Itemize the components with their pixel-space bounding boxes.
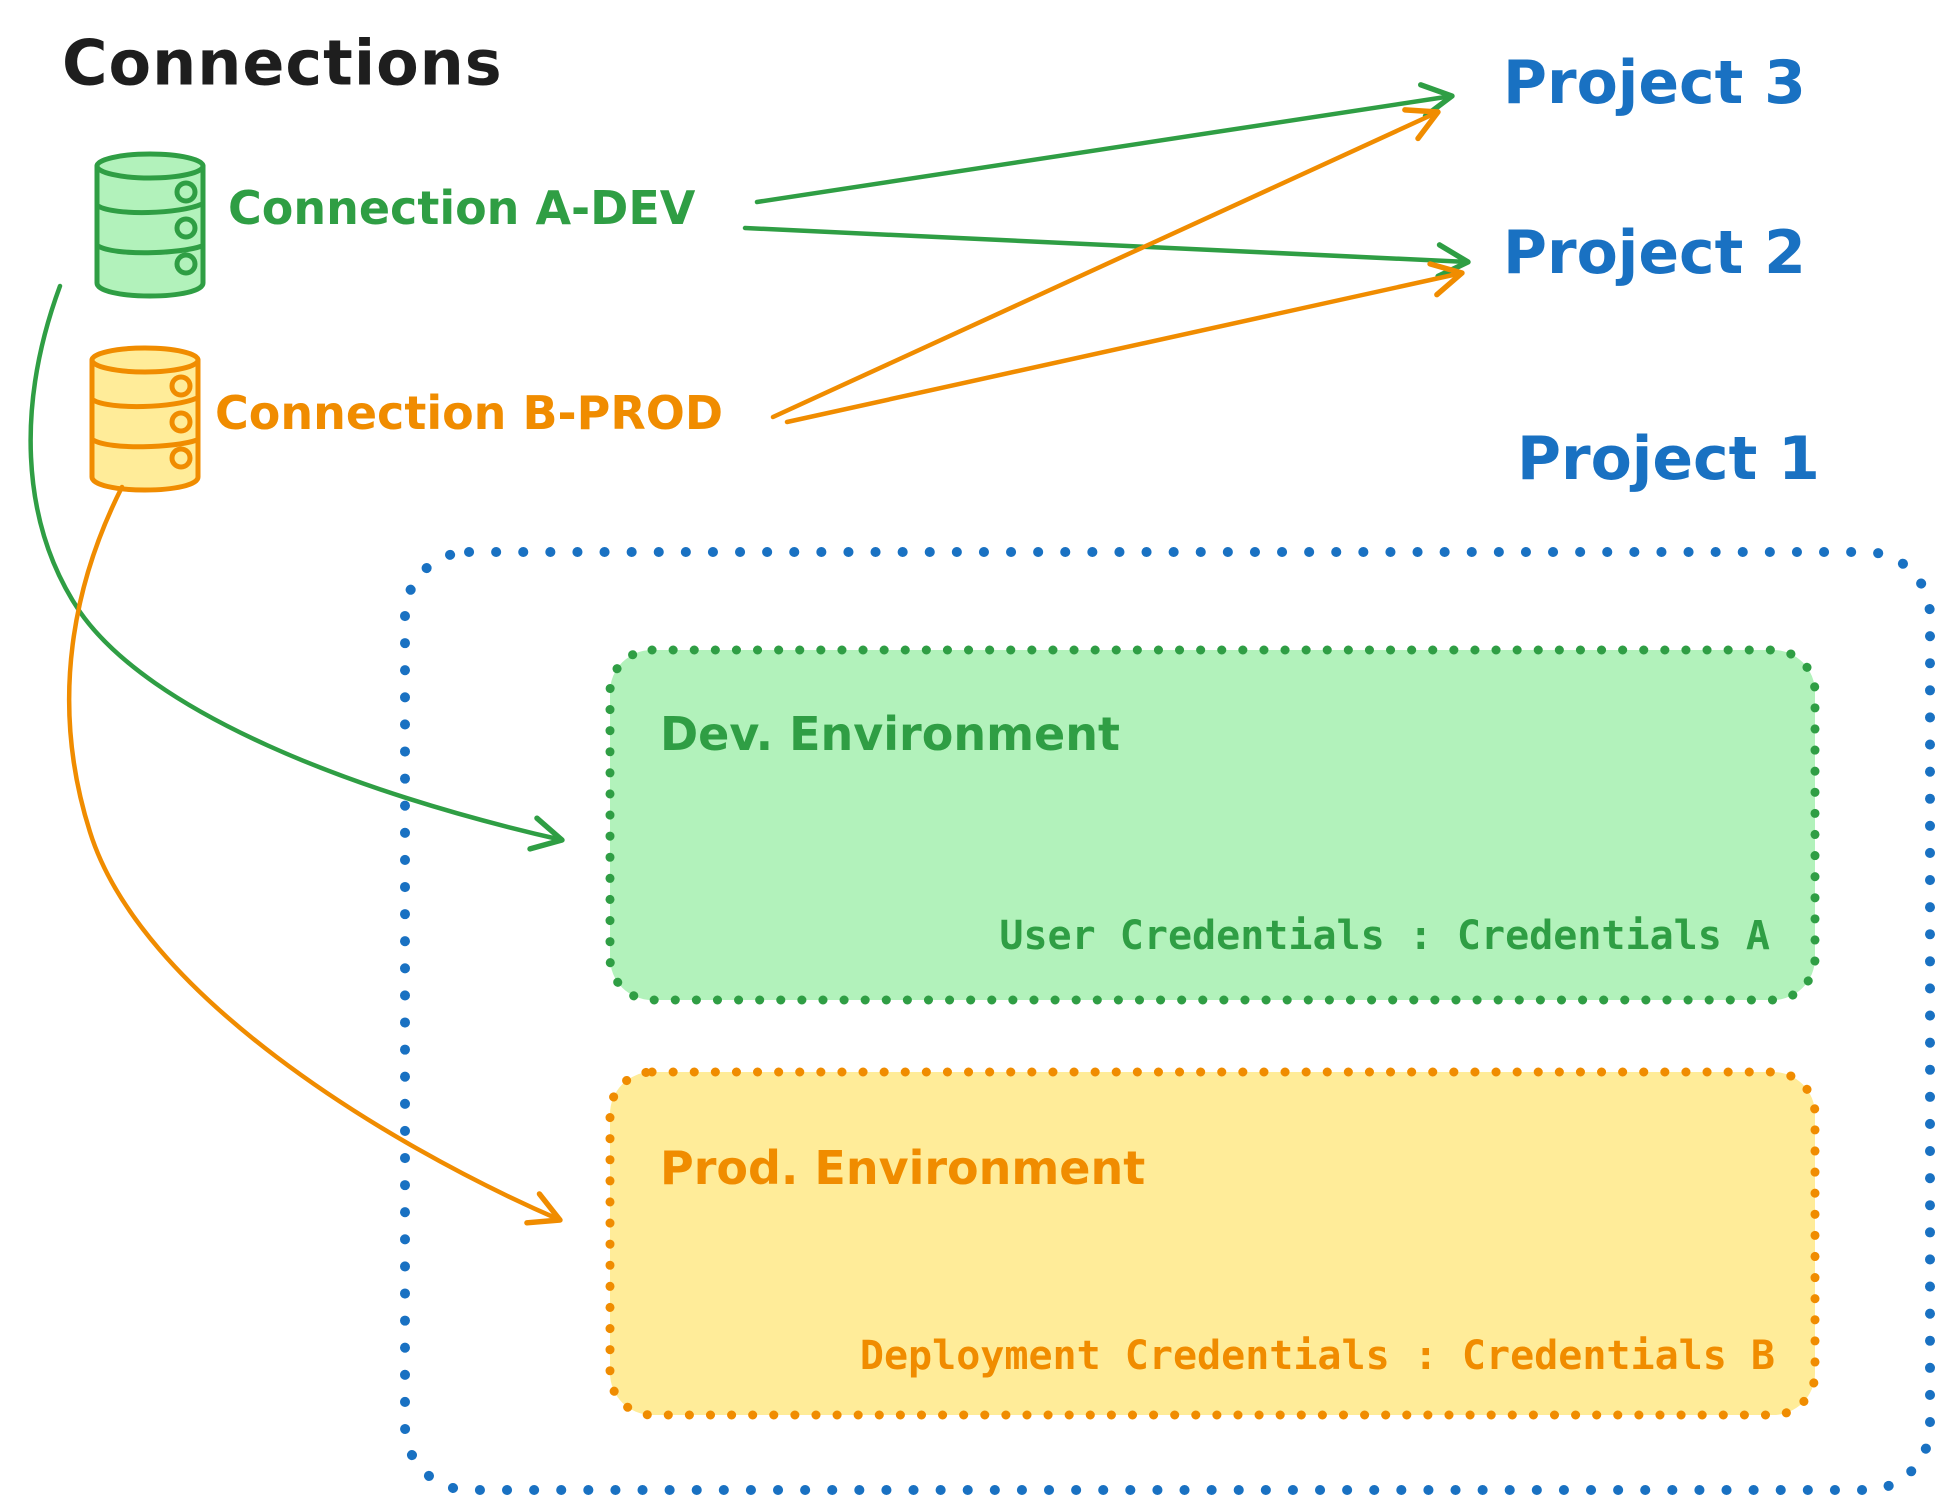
connection-b-prod-label: Connection B-PROD — [215, 385, 724, 440]
arrow-bprod-to-project3 — [770, 107, 1441, 420]
project-2-label: Project 2 — [1503, 218, 1806, 289]
project1-box — [400, 547, 1935, 1495]
prod-environment-credentials: Deployment Credentials : Credentials B — [859, 1333, 1775, 1380]
arrow-adev-to-project2 — [742, 225, 1471, 280]
project-1-label: Project 1 — [1517, 424, 1820, 495]
prod-environment-title: Prod. Environment — [660, 1140, 1146, 1195]
connection-a-dev-label: Connection A-DEV — [228, 180, 696, 235]
prod-environment-box — [605, 1067, 1820, 1420]
arrow-bprod-to-prod-environment — [66, 484, 563, 1226]
arrow-bprod-to-project2 — [784, 261, 1465, 425]
dev-environment-title: Dev. Environment — [660, 706, 1120, 761]
database-icon-prod — [89, 345, 201, 493]
dev-environment-box — [605, 645, 1820, 1005]
arrow-adev-to-project3 — [754, 82, 1455, 205]
dev-environment-credentials: User Credentials : Credentials A — [999, 913, 1770, 960]
database-icon-dev — [94, 151, 206, 299]
project-3-label: Project 3 — [1503, 48, 1806, 119]
arrow-adev-to-dev-environment — [28, 283, 565, 852]
page-title: Connections — [62, 26, 503, 100]
